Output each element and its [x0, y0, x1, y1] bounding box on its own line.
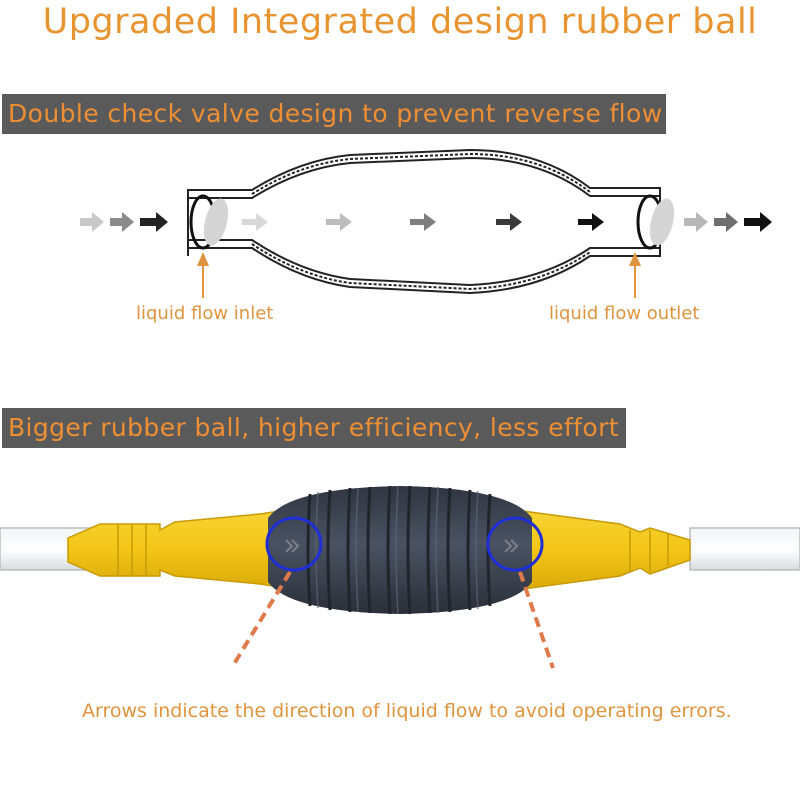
arrow-icon [578, 213, 604, 231]
arrow-icon [242, 213, 268, 231]
pointer-dashed-inlet [232, 570, 292, 666]
section-heading-check-valve: Double check valve design to prevent rev… [2, 94, 666, 134]
arrow-icon [714, 212, 738, 232]
inlet-pointer [197, 252, 209, 298]
arrow-icon [684, 212, 708, 232]
hose-right [689, 527, 800, 571]
arrow-icon [326, 213, 352, 231]
rubber-bulb [268, 486, 532, 614]
arrow-icon [80, 212, 104, 232]
pointer-dashed-outlet [518, 571, 555, 669]
page-title: Upgraded Integrated design rubber ball [42, 2, 758, 42]
outlet-valve-flap [649, 198, 675, 246]
left-fitting [67, 507, 301, 591]
inlet-valve-flap [203, 198, 229, 246]
highlight-circle-inlet [265, 516, 323, 572]
flow-arrows [80, 212, 772, 232]
embossed-arrow-icon [285, 539, 300, 553]
arrow-icon [140, 212, 168, 232]
embossed-arrow-icon [504, 539, 519, 553]
highlight-circle-outlet [486, 516, 544, 572]
arrow-icon [744, 212, 772, 232]
outlet-pointer [629, 252, 641, 298]
right-fitting [499, 507, 691, 593]
arrow-icon [410, 213, 436, 231]
caption-text: Arrows indicate the direction of liquid … [82, 700, 732, 722]
check-valve-diagram [80, 148, 772, 298]
inlet-label: liquid flow inlet [136, 303, 274, 324]
pump-bulb-illustration [0, 485, 800, 669]
section-heading-rubber-ball: Bigger rubber ball, higher efficiency, l… [2, 408, 626, 448]
arrow-icon [496, 213, 522, 231]
arrow-icon [110, 212, 134, 232]
outlet-label: liquid flow outlet [549, 303, 700, 324]
